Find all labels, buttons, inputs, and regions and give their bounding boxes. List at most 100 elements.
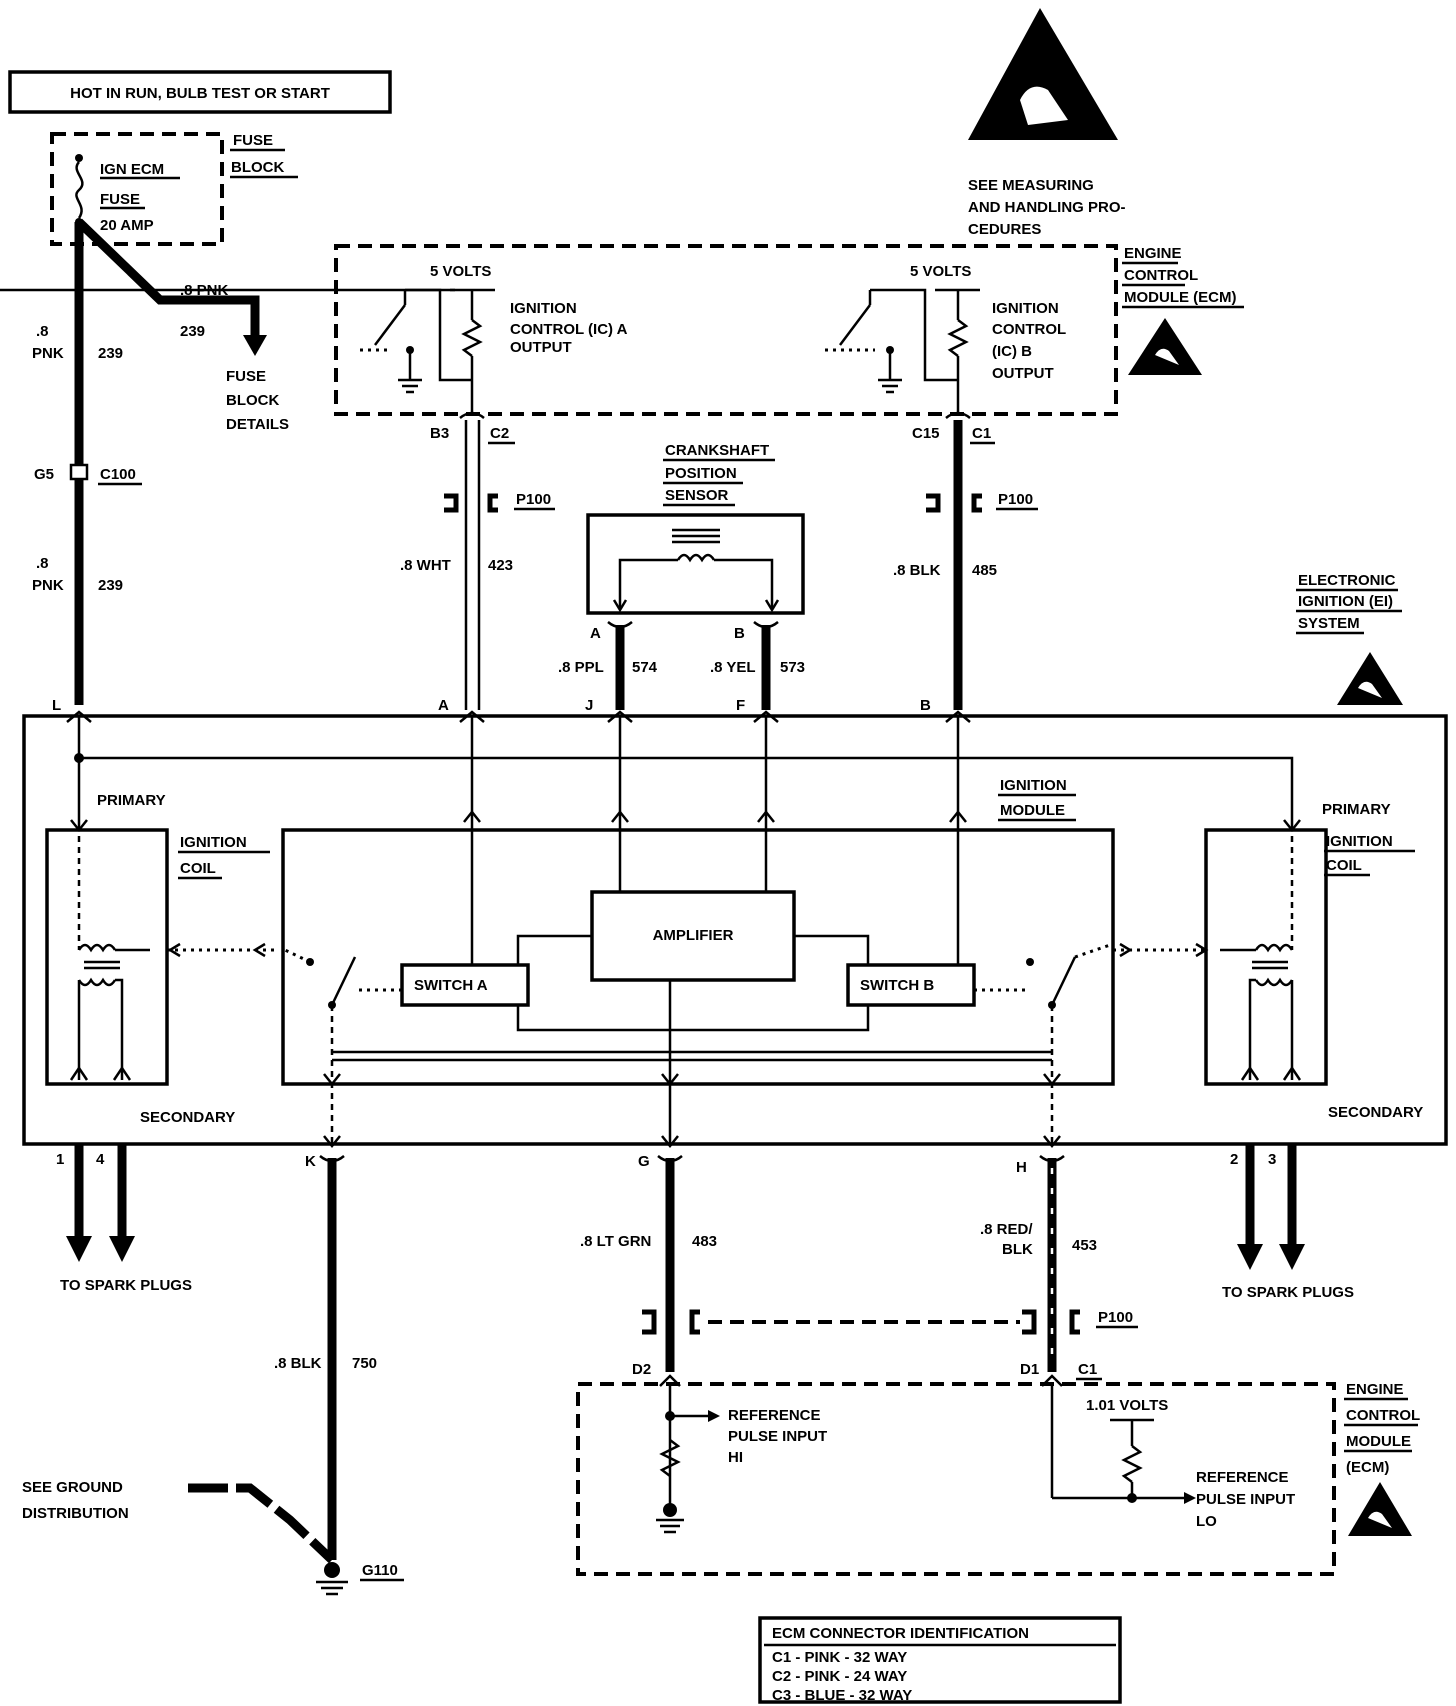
ground-icon-ecm-left — [398, 378, 422, 394]
esd-icon-ei — [1337, 652, 1403, 705]
legend-row-1: C1 - PINK - 32 WAY — [772, 1649, 907, 1666]
ecm-right-output-3: (IC) B — [992, 343, 1032, 360]
ecm-top: ENGINE CONTROL MODULE (ECM) 5 VOLTS IGNI… — [0, 244, 1244, 445]
switch-a-block — [400, 963, 530, 1007]
esd-warning-icon: SEE MEASURING AND HANDLING PRO- CEDURES — [968, 8, 1126, 238]
switch-a-label: SWITCH A — [414, 977, 488, 994]
right-ignition-coil: IGNITION COIL SECONDARY — [1204, 828, 1423, 1121]
right-coil-secondary: SECONDARY — [1328, 1104, 1423, 1121]
ground-icon-ecm-bottom — [656, 1503, 684, 1534]
right-coil-name-2: COIL — [1326, 857, 1362, 874]
fuse-icon — [75, 161, 84, 219]
pnk-gauge: .8 — [36, 323, 49, 340]
fuse-name: IGN ECM — [100, 161, 164, 178]
ltgrn-label: .8 LT GRN — [580, 1233, 651, 1250]
pnk2-circuit: 239 — [98, 577, 123, 594]
ref-hi-3: HI — [728, 1449, 743, 1466]
ei-system-label: ELECTRONIC IGNITION (EI) SYSTEM — [1296, 572, 1403, 705]
fuse-block-title-1: FUSE — [233, 132, 273, 149]
ecm-left-output-3: OUTPUT — [510, 339, 572, 356]
ei-internal-wiring — [70, 716, 1301, 833]
fuse-details-2: BLOCK — [226, 392, 279, 409]
pnk2-gauge: .8 — [36, 555, 49, 572]
c100-label: C100 — [100, 466, 136, 483]
ecm-connector-legend: ECM CONNECTOR IDENTIFICATION C1 - PINK -… — [758, 1616, 1122, 1704]
ppl-label: .8 PPL — [558, 659, 604, 676]
fuse-label: FUSE — [100, 191, 140, 208]
terminal-H: H — [1016, 1159, 1027, 1176]
ecm-top-title-2: CONTROL — [1124, 267, 1198, 284]
switch-b-block — [846, 963, 976, 1007]
ecm-bottom-connector: C1 — [1078, 1361, 1097, 1378]
ecm-bottom-title-1: ENGINE — [1346, 1381, 1404, 1398]
switch-b-label: SWITCH B — [860, 977, 934, 994]
sensor-title-1: CRANKSHAFT — [665, 442, 769, 459]
left-coil-name-1: IGNITION — [180, 834, 247, 851]
esd-notice-3: CEDURES — [968, 221, 1041, 238]
ecm-left-pin: B3 — [430, 425, 449, 442]
ecm-right-output-4: OUTPUT — [992, 365, 1054, 382]
yel-circuit: 573 — [780, 659, 805, 676]
ecm-bottom: REFERENCE PULSE INPUT HI 1.01 VOLTS REFE… — [576, 1374, 1420, 1576]
crankshaft-position-sensor: CRANKSHAFT POSITION SENSOR A B — [586, 442, 805, 642]
blk750-circuit: 750 — [352, 1355, 377, 1372]
left-spark-pin-1: 1 — [56, 1151, 64, 1168]
ecm-bottom-title-2: CONTROL — [1346, 1407, 1420, 1424]
ground-note-1: SEE GROUND — [22, 1479, 123, 1496]
ecm-left-voltage: 5 VOLTS — [430, 263, 491, 280]
left-spark-pin-2: 4 — [96, 1151, 105, 1168]
esd-notice-2: AND HANDLING PRO- — [968, 199, 1126, 216]
blk750-label: .8 BLK — [274, 1355, 322, 1372]
header-box: HOT IN RUN, BULB TEST OR START — [8, 70, 392, 114]
redblk-label-1: .8 RED/ — [980, 1221, 1033, 1238]
p100-right-label: P100 — [998, 491, 1033, 508]
terminal-G: G — [638, 1153, 650, 1170]
sensor-title-3: SENSOR — [665, 487, 729, 504]
pnk-circuit: 239 — [98, 345, 123, 362]
ignition-module: IGNITION MODULE AMPLIFIER SWITCH A SWITC… — [167, 777, 1209, 1144]
right-spark-pin-1: 2 — [1230, 1151, 1238, 1168]
fuse-terminal-top — [75, 154, 83, 162]
pnk-feed-wire: .8 PNK 239 FUSE BLOCK DETAILS .8 PNK 239… — [32, 218, 289, 714]
ecm-bottom-title-4: (ECM) — [1346, 1459, 1389, 1476]
ecm-right-connector: C1 — [972, 425, 991, 442]
terminal-B: B — [920, 697, 931, 714]
fuse-block: FUSE BLOCK IGN ECM FUSE 20 AMP — [50, 132, 298, 246]
fuse-rating: 20 AMP — [100, 217, 154, 234]
wire-wht-423: P100 .8 WHT 423 A — [400, 411, 555, 714]
ei-system-1: ELECTRONIC — [1298, 572, 1396, 589]
branch-circuit: 239 — [180, 323, 205, 340]
pnk2-color: PNK — [32, 577, 64, 594]
wht-circuit: 423 — [488, 557, 513, 574]
ecm-left-connector: C2 — [490, 425, 509, 442]
terminal-J: J — [585, 697, 593, 714]
ground-icon-ecm-right — [878, 378, 902, 394]
ecm-bottom-pin-right: D1 — [1020, 1361, 1039, 1378]
ignition-module-title-1: IGNITION — [1000, 777, 1067, 794]
ref-lo-1: REFERENCE — [1196, 1469, 1289, 1486]
fuse-details-3: DETAILS — [226, 416, 289, 433]
ground-id: G110 — [362, 1562, 398, 1579]
ref-lo-2: PULSE INPUT — [1196, 1491, 1295, 1508]
ref-lo-3: LO — [1196, 1513, 1217, 1530]
ecm-top-title-3: MODULE (ECM) — [1124, 289, 1237, 306]
legend-row-3: C3 - BLUE - 32 WAY — [772, 1687, 912, 1704]
ref-hi-1: REFERENCE — [728, 1407, 821, 1424]
ecm-bottom-pin-left: D2 — [632, 1361, 651, 1378]
ecm-top-title-1: ENGINE — [1124, 245, 1182, 262]
ei-system-3: SYSTEM — [1298, 615, 1360, 632]
blk-label: .8 BLK — [893, 562, 941, 579]
wire-redblk-453: H .8 RED/ BLK 453 P100 D1 C1 — [980, 1155, 1138, 1381]
sensor-coil-icon — [672, 528, 720, 563]
c100-connector — [69, 463, 89, 481]
ignition-module-title-2: MODULE — [1000, 802, 1065, 819]
wire-ltgrn-483: G .8 LT GRN 483 D2 — [580, 1153, 1020, 1378]
right-coil-winding-icon — [1220, 836, 1294, 1080]
wht-label: .8 WHT — [400, 557, 451, 574]
terminal-A: A — [438, 697, 449, 714]
ecm-left-output-2: CONTROL (IC) A — [510, 321, 628, 338]
legend-title: ECM CONNECTOR IDENTIFICATION — [772, 1625, 1029, 1642]
ei-system-2: IGNITION (EI) — [1298, 593, 1393, 610]
ecm-right-output-1: IGNITION — [992, 300, 1059, 317]
